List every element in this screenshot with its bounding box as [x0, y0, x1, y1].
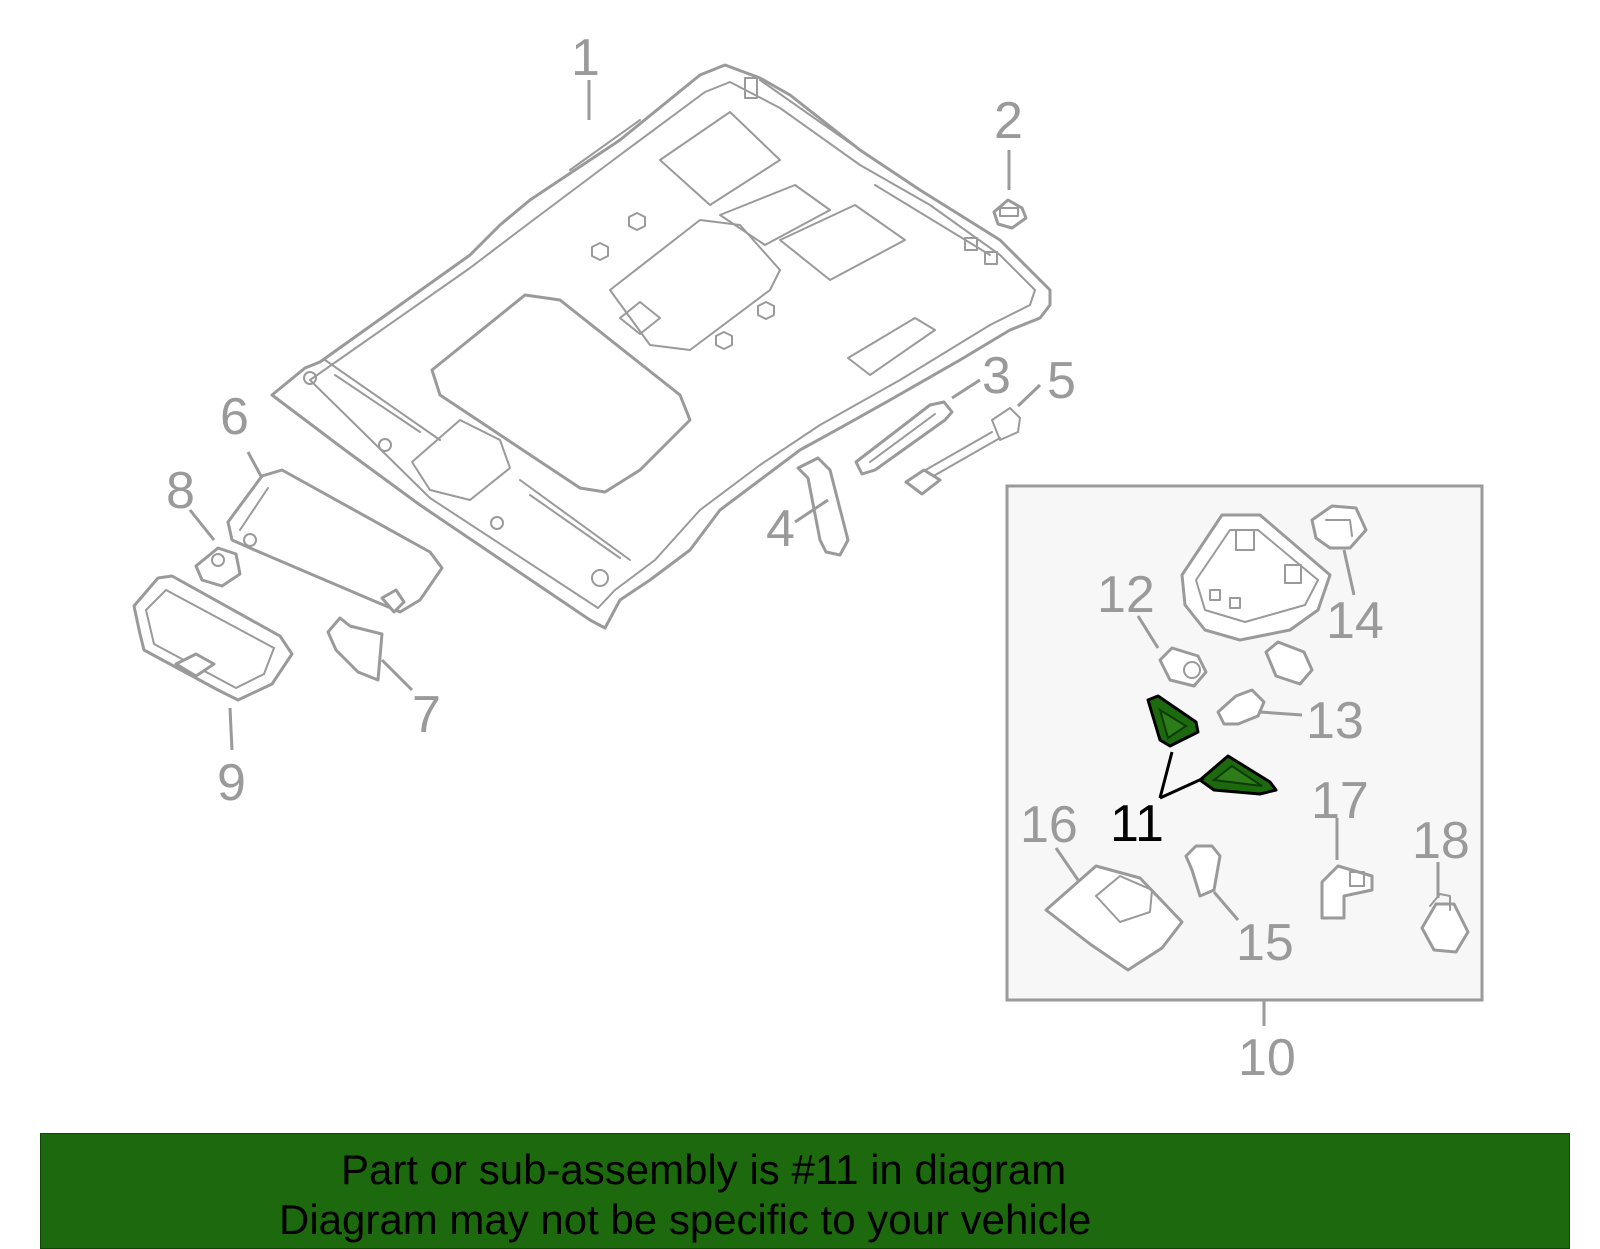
callout-16: 16	[1020, 796, 1078, 854]
callout-5: 5	[1047, 352, 1076, 410]
visor-holder-part	[194, 546, 242, 588]
grab-handle-part	[854, 400, 954, 476]
callout-10: 10	[1238, 1029, 1296, 1087]
trim-plate-part	[1044, 864, 1184, 972]
wire-harness-part	[904, 407, 1021, 496]
bulb-part-12	[1158, 646, 1208, 688]
callout-7: 7	[412, 686, 441, 744]
callout-3: 3	[982, 347, 1011, 405]
callout-11: 11	[1110, 795, 1164, 853]
callout-2: 2	[994, 92, 1023, 150]
callout-4: 4	[766, 500, 795, 558]
socket-part	[1320, 864, 1374, 920]
callout-1: 1	[571, 29, 600, 87]
connector-part	[1420, 893, 1470, 954]
callout-18: 18	[1412, 812, 1470, 870]
bulb-part-spare	[1264, 640, 1314, 686]
headliner-part	[270, 63, 1052, 630]
sun-visor-part-9	[132, 574, 294, 702]
clip-part-15	[1184, 844, 1222, 898]
callout-labels: 1 2 3 4 5 6 7 8 9 10 11 12 13 14 15 16 1…	[166, 29, 1470, 1087]
sun-visor-part-6	[226, 468, 444, 614]
map-lamp-housing-part	[1180, 513, 1332, 642]
callout-12: 12	[1097, 566, 1155, 624]
callout-17: 17	[1311, 772, 1369, 830]
callout-13: 13	[1306, 692, 1364, 750]
callout-15: 15	[1236, 914, 1294, 972]
callout-8: 8	[166, 462, 195, 520]
handle-bracket-part	[796, 456, 850, 557]
bulb-part-13	[1216, 688, 1266, 726]
headliner-clip-part	[992, 198, 1028, 230]
leader-lines	[188, 80, 1440, 1026]
callout-14: 14	[1326, 592, 1384, 650]
part-info-banner: Part or sub-assembly is #11 in diagram D…	[40, 1133, 1570, 1249]
visor-cover-part	[326, 616, 384, 682]
switch-part	[1310, 504, 1368, 550]
lens-part-highlighted	[1146, 694, 1278, 796]
callout-9: 9	[217, 754, 246, 812]
banner-disclaimer-text: Diagram may not be specific to your vehi…	[279, 1196, 1092, 1243]
callout-6: 6	[220, 388, 249, 446]
banner-part-reference-text: Part or sub-assembly is #11 in diagram	[341, 1146, 1067, 1193]
